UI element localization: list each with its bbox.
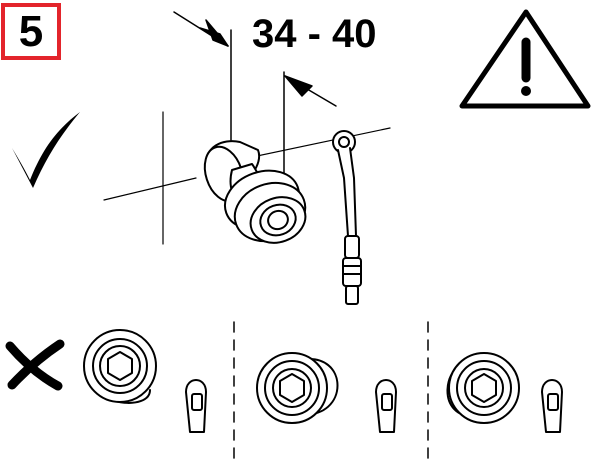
warning-triangle-icon <box>459 9 591 109</box>
dimension-lines <box>173 11 337 201</box>
incorrect-orientation-2 <box>256 352 397 433</box>
fitting-assembly <box>203 140 307 244</box>
panel-separators <box>233 321 429 461</box>
check-mark-icon <box>12 112 80 188</box>
probe-tool <box>332 130 362 305</box>
step-number-box: 5 <box>1 3 61 60</box>
wall-lines <box>103 111 391 245</box>
step-number: 5 <box>18 6 44 56</box>
incorrect-orientation-3 <box>446 352 563 433</box>
dimension-label: 34 - 40 <box>252 12 377 56</box>
cross-mark-icon <box>5 339 65 391</box>
incorrect-orientation-1 <box>83 329 207 433</box>
